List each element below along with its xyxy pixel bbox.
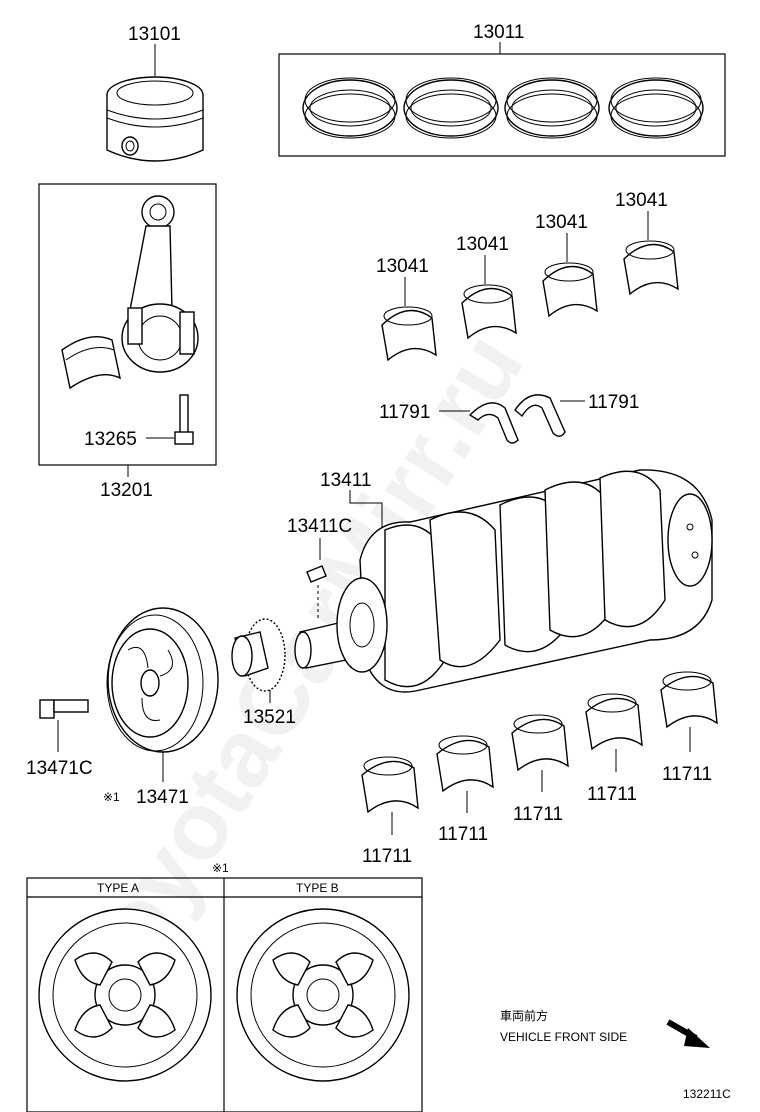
pulley-bolt[interactable]: 13471C (26, 699, 93, 779)
conrod-bolt-label: 13265 (84, 429, 137, 450)
main-bearing-2-label: 11711 (438, 824, 488, 845)
conrod-bearing-1-label: 13041 (376, 256, 429, 277)
crankshaft-timing-gear[interactable]: 13521 (231, 618, 296, 728)
crankshaft-key[interactable]: 13411C (287, 516, 352, 620)
crankshaft-pulley[interactable]: 13471 ※1 (103, 607, 219, 808)
piston-label: 13101 (128, 24, 181, 45)
crankshaft[interactable]: 13411 (294, 469, 713, 693)
crank-key-label: 13411C (287, 516, 352, 537)
ring-set-2 (403, 77, 499, 139)
pulley-label: 13471 (136, 787, 189, 808)
pulley-bolt-label: 13471C (26, 758, 93, 779)
main-bearing-3[interactable]: 11711 (511, 714, 569, 825)
thrust-washer-1-label: 11791 (379, 402, 430, 423)
ring-set-3 (504, 77, 600, 139)
diagram-code: 132211C (683, 1087, 731, 1101)
conrod-bolt[interactable]: 13265 (84, 429, 174, 450)
connecting-rod-assembly[interactable]: 13201 (38, 183, 217, 501)
thrust-washer-2[interactable]: 11791 (514, 392, 639, 437)
conrod-bearing-3-label: 13041 (535, 212, 588, 233)
crankshaft-label: 13411 (320, 470, 371, 491)
conrod-bearing-2[interactable]: 13041 (456, 234, 517, 340)
main-bearing-2[interactable]: 11711 (436, 735, 494, 845)
main-bearing-3-label: 11711 (513, 804, 563, 825)
main-bearing-4[interactable]: 11711 (585, 693, 643, 805)
main-bearing-1-label: 11711 (362, 846, 412, 867)
vehicle-front-indicator: 車両前方 VEHICLE FRONT SIDE (500, 1008, 710, 1048)
type-b-header: TYPE B (296, 881, 339, 895)
ring-set-1 (302, 77, 398, 139)
type-a-pulley (38, 908, 212, 1082)
front-side-english: VEHICLE FRONT SIDE (500, 1030, 627, 1044)
conrod-assy-label: 13201 (100, 480, 153, 501)
main-bearing-5[interactable]: 11711 (660, 671, 718, 785)
type-a-header: TYPE A (97, 881, 139, 895)
main-bearing-4-label: 11711 (587, 784, 637, 805)
type-table-marker: ※1 (212, 861, 229, 875)
main-bearing-5-label: 11711 (662, 764, 712, 785)
pulley-type-table: ※1 TYPE A TYPE B (26, 861, 423, 1112)
piston[interactable]: 13101 (106, 24, 204, 162)
conrod-bearing-1[interactable]: 13041 (376, 256, 437, 362)
front-side-japanese: 車両前方 (500, 1008, 548, 1023)
front-arrow-icon (666, 1019, 710, 1048)
type-b-pulley (236, 908, 410, 1082)
conrod-bearing-4-label: 13041 (615, 190, 668, 211)
conrod-bearing-3[interactable]: 13041 (535, 212, 598, 318)
conrod-bearing-2-label: 13041 (456, 234, 509, 255)
thrust-washer-2-label: 11791 (588, 392, 639, 413)
pulley-note-marker: ※1 (103, 790, 120, 804)
main-bearing-1[interactable]: 11711 (361, 756, 419, 867)
conrod-bearing-4[interactable]: 13041 (615, 190, 679, 296)
thrust-washer-1[interactable]: 11791 (379, 402, 519, 444)
rings-label: 13011 (473, 22, 524, 43)
timing-gear-label: 13521 (243, 707, 296, 728)
ring-set-4 (608, 77, 704, 139)
piston-rings[interactable]: 13011 (278, 22, 726, 157)
